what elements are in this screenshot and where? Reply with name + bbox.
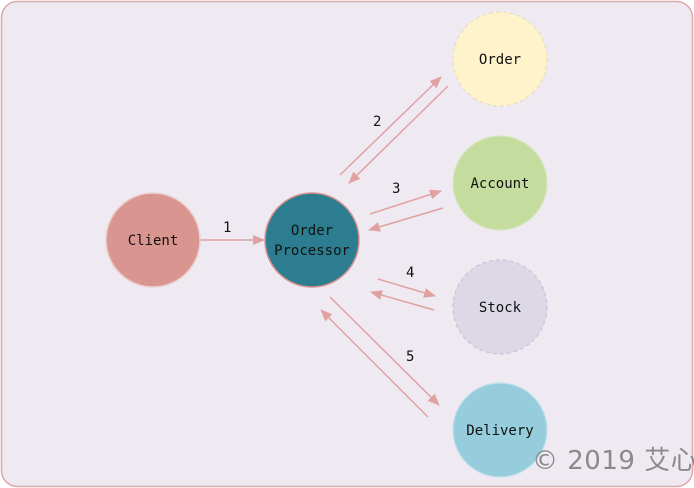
node-order-processor-circle <box>264 192 360 288</box>
node-client: Client <box>105 192 201 288</box>
arrow-processor-to-delivery <box>329 296 440 406</box>
arrow-account-to-processor <box>368 207 444 232</box>
node-stock: Stock <box>452 259 548 355</box>
edge-label-1: 1 <box>223 220 231 236</box>
node-account-label: Account <box>470 176 529 192</box>
arrow-processor-to-account <box>369 189 442 215</box>
node-stock-label: Stock <box>479 300 522 316</box>
edge-label-2: 2 <box>373 114 381 130</box>
node-client-label: Client <box>128 233 179 249</box>
node-delivery: Delivery <box>452 382 548 478</box>
node-order-circle <box>452 11 548 107</box>
node-client-circle <box>105 192 201 288</box>
arrow-processor-to-order <box>339 76 442 176</box>
arrow-delivery-to-processor <box>320 309 429 418</box>
node-stock-circle <box>452 259 548 355</box>
node-account: Account <box>452 135 548 231</box>
node-order: Order <box>452 11 548 107</box>
watermark-text: © 2019 艾心 <box>532 446 694 476</box>
node-delivery-label: Delivery <box>466 423 533 439</box>
edge-label-4: 4 <box>406 265 414 281</box>
node-order-label: Order <box>479 52 521 68</box>
node-order-processor-label-line2: Processor <box>274 243 350 259</box>
node-order-processor-label-line1: Order <box>291 223 333 239</box>
arrow-order-to-processor <box>348 85 449 184</box>
edge-label-5: 5 <box>406 349 414 365</box>
node-account-circle <box>452 135 548 231</box>
node-delivery-circle <box>452 382 548 478</box>
arrow-processor-to-stock <box>377 278 436 298</box>
edge-label-3: 3 <box>392 181 400 197</box>
node-order-processor: Order Processor <box>264 192 360 288</box>
arrow-stock-to-processor <box>370 290 435 311</box>
